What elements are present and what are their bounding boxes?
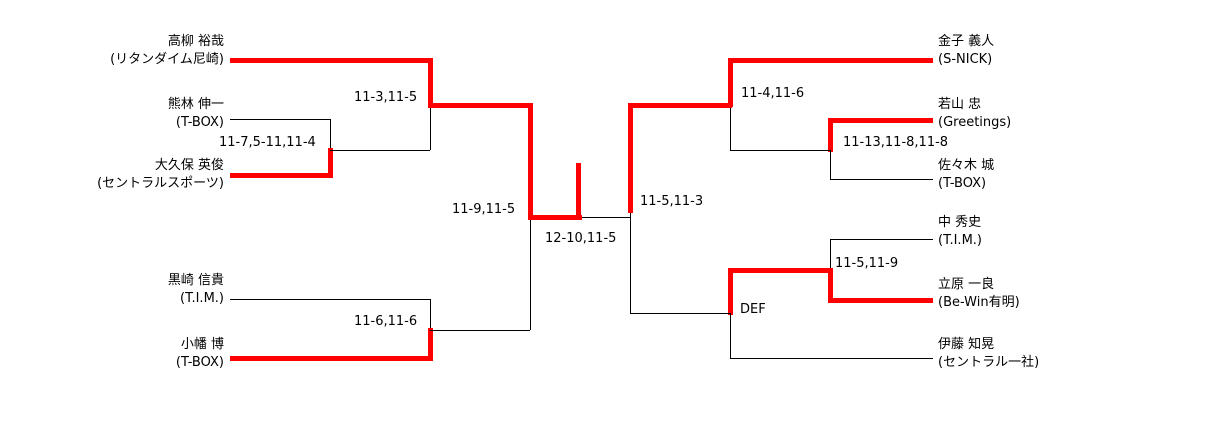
connector-right-qf2-winner (728, 268, 733, 315)
player-club: (Be-Win有明) (938, 295, 1020, 310)
player-entry: 佐々木 城 (T-BOX) (938, 157, 1198, 193)
player-club: (T-BOX) (938, 176, 987, 191)
line-takayanagi (230, 58, 433, 63)
line-kaneko (728, 58, 933, 63)
player-club: (T.I.M.) (938, 233, 982, 248)
connector-left-sf-winner (528, 103, 533, 219)
player-entry: 黒崎 信貴 (T.I.M.) (14, 272, 224, 308)
connector-left-sf-lower (530, 217, 531, 330)
line-naka (830, 239, 933, 240)
connector-right-qf1-lower (730, 105, 731, 150)
score-left-round1: 11-7,5-11,11-4 (219, 135, 316, 150)
player-name: 若山 忠 (938, 97, 982, 112)
line-right-r1a-out (730, 150, 830, 151)
player-name: 大久保 英俊 (154, 158, 224, 173)
player-entry: 大久保 英俊 (セントラルスポーツ) (14, 157, 224, 193)
connector-left-qf1-lower (430, 105, 431, 150)
connector-right-r1a-winner (828, 118, 833, 152)
line-final-right (582, 217, 630, 218)
connector-left-qf1-winner (428, 58, 433, 107)
player-name: 金子 義人 (938, 34, 995, 49)
line-right-qf1-out (628, 103, 732, 108)
line-final-left-winner (528, 215, 582, 220)
connector-right-qf2-lower (730, 313, 731, 358)
connector-right-r1b-winner (828, 268, 833, 300)
player-club: (T.I.M.) (180, 291, 224, 306)
connector-left-r1-upper (330, 119, 331, 150)
line-sasaki (830, 179, 933, 180)
player-name: 伊藤 知晃 (938, 337, 995, 352)
player-entry: 高柳 裕哉 (リタンダイム尼崎) (14, 33, 224, 69)
line-okubo (230, 173, 333, 178)
player-entry: 立原 一良 (Be-Win有明) (938, 276, 1198, 312)
score-right-qf-top: 11-4,11-6 (741, 86, 805, 101)
connector-left-qf2-upper (430, 299, 431, 330)
player-club: (Greetings) (938, 115, 1012, 130)
line-left-r1-out (330, 150, 430, 151)
player-name: 熊林 伸一 (167, 97, 224, 112)
player-name: 高柳 裕哉 (167, 34, 224, 49)
player-club: (セントラルスポーツ) (97, 176, 224, 191)
line-ito (730, 358, 933, 359)
player-entry: 金子 義人 (S-NICK) (938, 33, 1198, 69)
player-club: (セントラル一社) (938, 355, 1040, 370)
score-right-semifinal: 11-5,11-3 (640, 194, 704, 209)
line-left-qf1-out (428, 103, 532, 108)
line-obata (230, 356, 433, 361)
player-club: (T-BOX) (175, 355, 224, 370)
connector-right-sf-winner (628, 103, 633, 213)
score-right-round1-bottom: 11-5,11-9 (835, 256, 899, 271)
connector-right-sf-lower (630, 213, 631, 313)
connector-right-r1a-lower (830, 150, 831, 179)
player-name: 中 秀史 (938, 215, 982, 230)
player-name: 黒崎 信貴 (167, 273, 224, 288)
player-club: (リタンダイム尼崎) (110, 52, 224, 67)
score-left-semifinal: 11-9,11-5 (452, 202, 516, 217)
line-kumabayashi (230, 119, 330, 120)
line-tachihara (828, 298, 933, 303)
line-right-r1b-out (728, 268, 832, 273)
line-right-qf2-out (630, 313, 730, 314)
player-club: (T-BOX) (175, 115, 224, 130)
score-final: 12-10,11-5 (545, 231, 617, 246)
line-wakayama (828, 118, 933, 123)
champion-line (576, 163, 581, 217)
connector-left-qf2-winner (428, 328, 433, 360)
player-entry: 若山 忠 (Greetings) (938, 96, 1198, 132)
player-name: 立原 一良 (938, 277, 995, 292)
player-entry: 伊藤 知晃 (セントラル一社) (938, 336, 1198, 372)
score-left-qf-top: 11-3,11-5 (354, 90, 418, 105)
connector-right-r1b-upper (830, 239, 831, 270)
line-left-qf2-out (430, 330, 530, 331)
connector-left-r1-winner (328, 148, 333, 177)
player-name: 小幡 博 (180, 337, 224, 352)
score-left-qf-bottom: 11-6,11-6 (354, 314, 418, 329)
player-entry: 熊林 伸一 (T-BOX) (14, 96, 224, 132)
line-kurosaki (230, 299, 430, 300)
score-right-round1-top: 11-13,11-8,11-8 (843, 135, 949, 150)
player-entry: 中 秀史 (T.I.M.) (938, 214, 1198, 250)
player-entry: 小幡 博 (T-BOX) (14, 336, 224, 372)
score-right-qf-bottom: DEF (740, 302, 766, 317)
player-club: (S-NICK) (938, 52, 993, 67)
connector-right-qf1-winner (728, 58, 733, 107)
player-name: 佐々木 城 (938, 158, 995, 173)
